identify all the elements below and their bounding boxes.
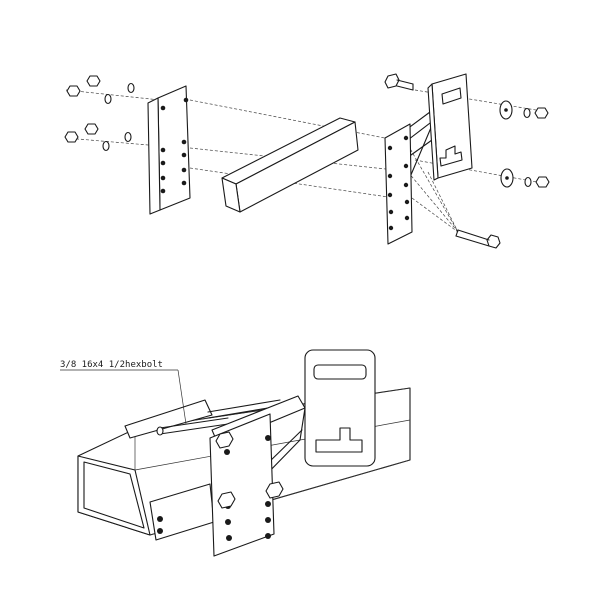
bolt-callout: 3/8 16x4 1/2hexbolt	[60, 360, 187, 425]
lock-washer	[524, 176, 532, 188]
bolt-callout-label: 3/8 16x4 1/2hexbolt	[60, 360, 163, 370]
lock-washer	[127, 82, 135, 94]
hex-nut	[534, 107, 549, 119]
assembled-bracket	[209, 395, 306, 557]
swing-arm-bracket	[384, 111, 435, 245]
bracket-bolt-heads	[215, 431, 284, 509]
back-clamp-plate	[124, 399, 215, 541]
face-plate	[427, 73, 473, 181]
hex-nut	[64, 131, 79, 143]
left-hardware	[64, 75, 135, 152]
angle-iron	[221, 117, 359, 213]
hex-nut	[535, 176, 550, 188]
lock-washer	[102, 140, 110, 152]
hex-nut	[66, 85, 81, 97]
lock-washer	[124, 131, 132, 143]
hex-nut	[84, 123, 99, 135]
hex-bolts	[384, 73, 501, 249]
hex-nut	[86, 75, 101, 87]
assembled-view	[77, 349, 411, 557]
right-hardware	[499, 100, 550, 188]
assembled-face-plate	[304, 349, 376, 467]
lock-washer	[104, 93, 112, 105]
exploded-view	[64, 73, 550, 249]
left-clamp-plate	[147, 85, 191, 215]
lock-washer	[523, 107, 531, 119]
